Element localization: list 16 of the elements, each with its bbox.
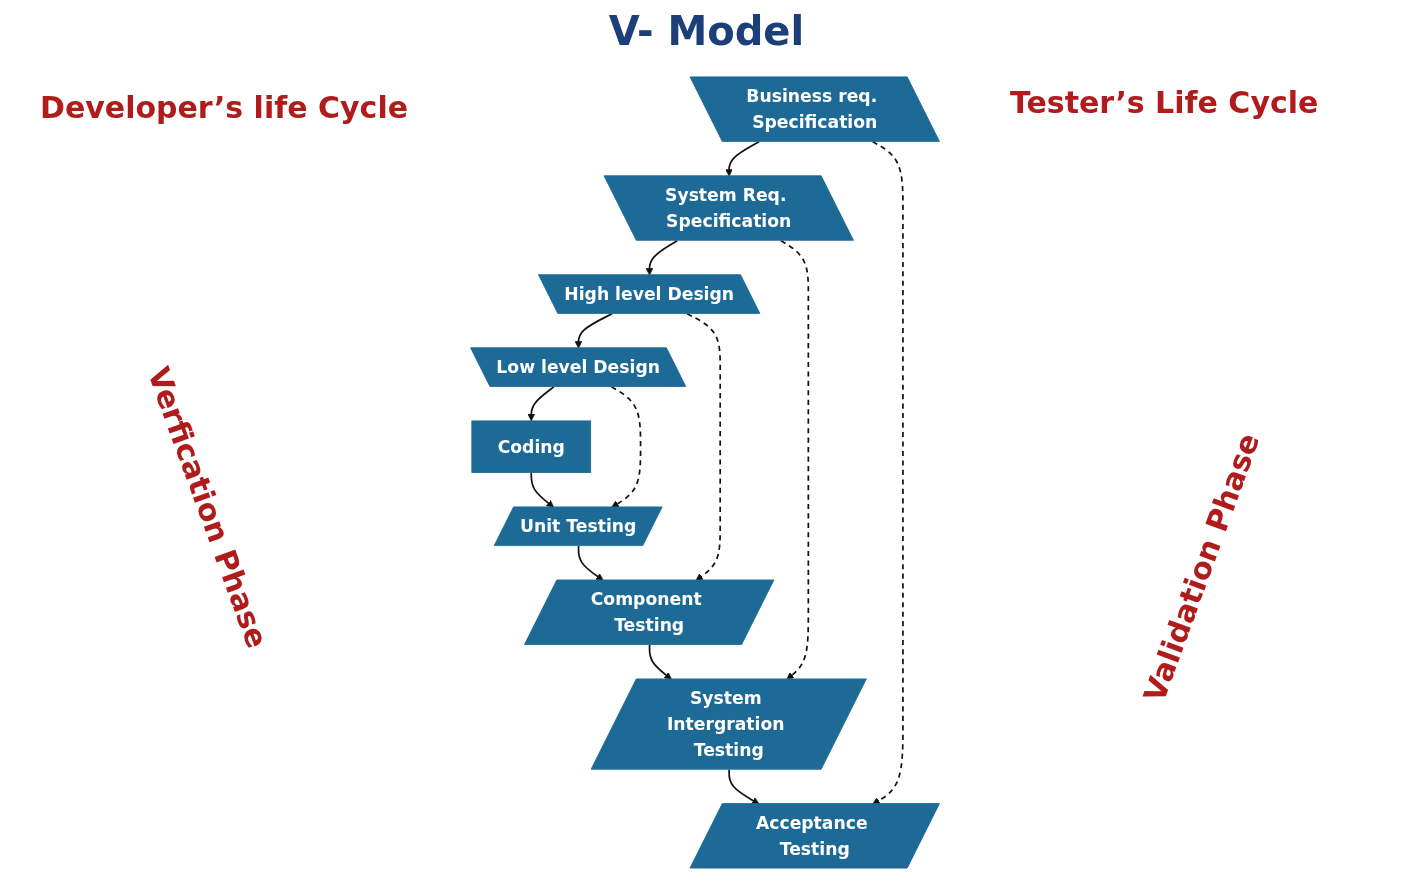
arrow bbox=[577, 545, 604, 581]
arrow bbox=[686, 312, 722, 581]
arrow bbox=[871, 140, 904, 805]
arrow bbox=[780, 239, 810, 680]
arrow bbox=[527, 386, 555, 422]
arrow bbox=[645, 239, 679, 276]
heading-label: Developer’s life Cycle bbox=[40, 90, 408, 125]
arrow bbox=[574, 312, 613, 349]
heading-label: Tester’s Life Cycle bbox=[1010, 85, 1319, 120]
node-box: Coding bbox=[471, 420, 592, 473]
arrow bbox=[610, 386, 642, 508]
arrow bbox=[728, 768, 760, 805]
arrow bbox=[530, 471, 555, 508]
arrow bbox=[725, 140, 760, 177]
diagram-title: V- Model bbox=[607, 8, 806, 54]
arrow bbox=[648, 644, 672, 680]
